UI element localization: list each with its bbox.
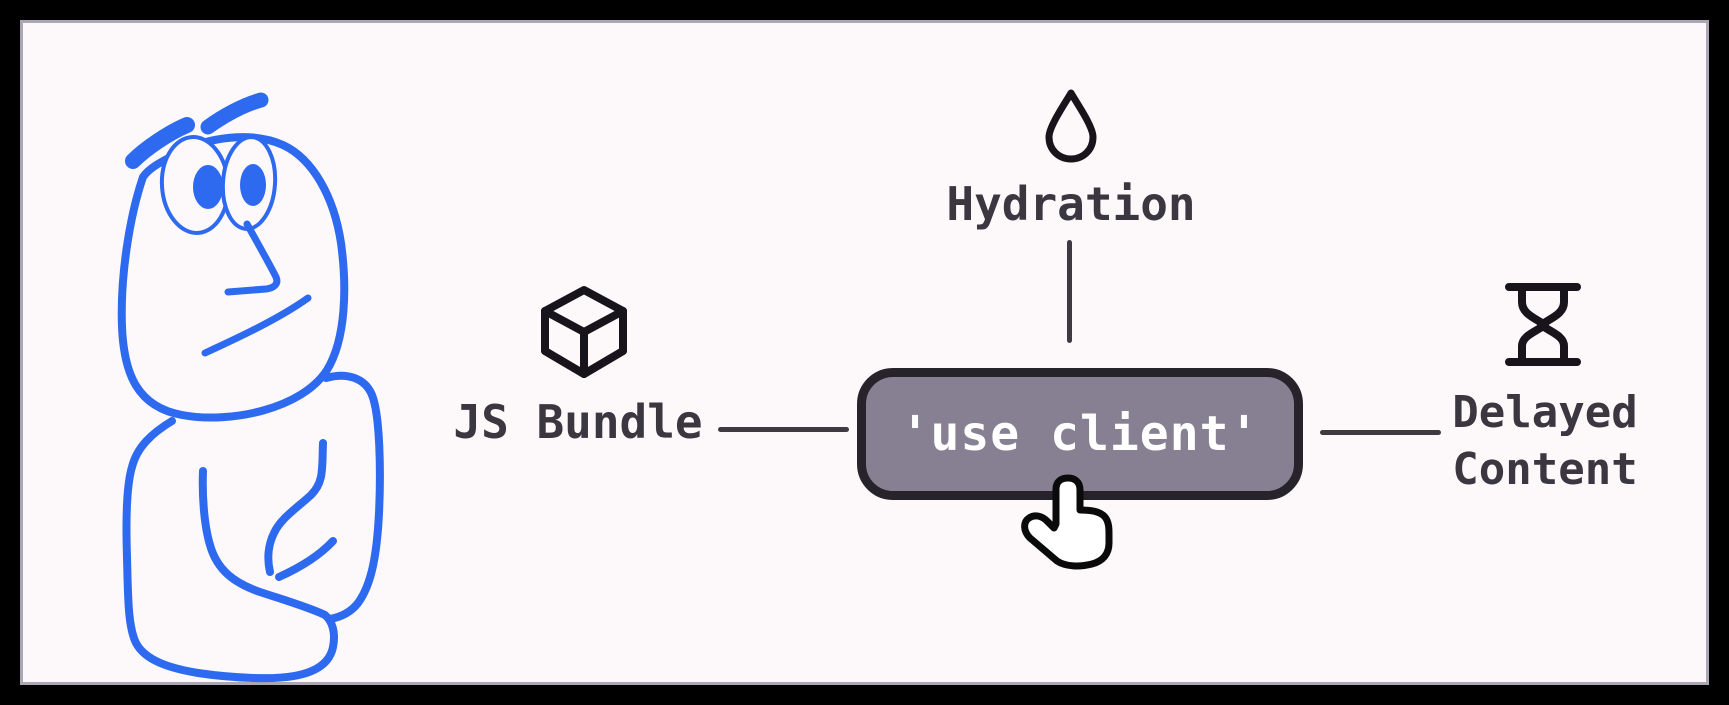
js-bundle-label: JS Bundle: [453, 395, 703, 449]
delayed-content-label: Delayed Content: [1420, 384, 1670, 498]
hourglass-icon: [1505, 283, 1581, 366]
connector-left: [718, 427, 849, 432]
character-folded-arm: [264, 439, 327, 576]
use-client-button[interactable]: 'use client': [857, 368, 1303, 500]
character-wrist-fold: [275, 537, 337, 581]
connector-top: [1067, 240, 1072, 343]
character-right-eyebrow: [200, 92, 269, 135]
character-head: [117, 133, 349, 422]
thinking-character-illustration: [117, 92, 384, 683]
character-right-pupil: [240, 164, 266, 206]
delayed-content-line2: Content: [1452, 444, 1638, 495]
character-nose: [224, 220, 281, 296]
pointer-hand-cursor-icon: [1021, 474, 1113, 570]
illustration-panel: [20, 20, 1709, 685]
hydration-label: Hydration: [946, 177, 1196, 231]
connector-right: [1320, 430, 1441, 435]
water-drop-icon: [1045, 89, 1097, 163]
cube-icon: [541, 286, 627, 378]
character-body-right: [322, 371, 384, 623]
delayed-content-line1: Delayed: [1452, 387, 1638, 438]
character-left-eyebrow: [125, 117, 195, 169]
character-left-pupil: [193, 165, 223, 209]
character-mouth: [201, 294, 312, 357]
character-body-left: [122, 417, 338, 683]
